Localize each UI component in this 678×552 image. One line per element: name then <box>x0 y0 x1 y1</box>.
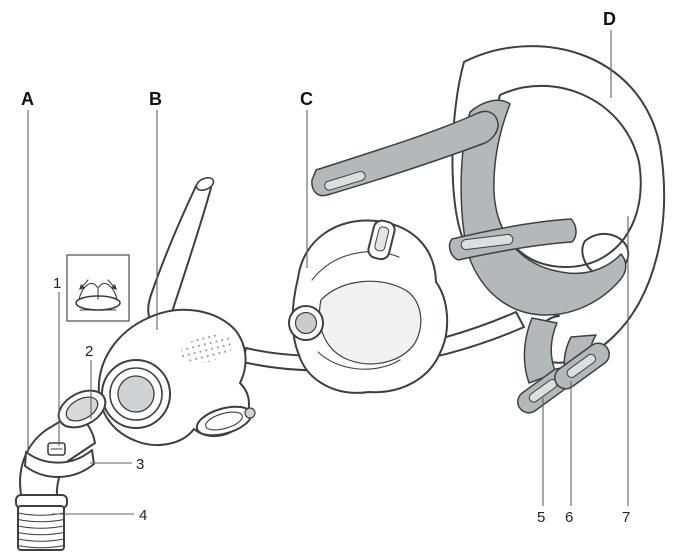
frame-vent-texture <box>180 334 234 364</box>
headgear-side-panel <box>460 99 627 316</box>
valve-flap-left <box>78 282 98 300</box>
cushion-top-clip <box>367 219 396 261</box>
valve-arrowhead-left <box>79 284 85 290</box>
leader-lines <box>27 30 629 515</box>
label-callout-7: 7 <box>622 509 630 526</box>
cushion-inner-bottom-line <box>317 351 401 370</box>
forehead-support-arm <box>147 179 213 326</box>
elbow-connector-ring <box>57 389 107 429</box>
frame-port-ring-inner <box>117 375 155 413</box>
label-callout-5: 5 <box>537 509 545 526</box>
label-callout-4: 4 <box>139 507 147 524</box>
label-callout-6: 6 <box>565 509 573 526</box>
cushion-elbow-port-inner <box>294 311 318 335</box>
forehead-pad <box>195 176 215 192</box>
valve-flap-right <box>98 282 118 300</box>
cushion <box>288 219 449 394</box>
cushion-inner-membrane <box>318 280 422 365</box>
label-part-d: D <box>603 9 616 29</box>
headgear-lower-tab-back <box>554 342 610 390</box>
label-callout-3: 3 <box>136 456 144 473</box>
headgear-top-strap-slot <box>324 170 366 191</box>
label-callout-1: 1 <box>53 275 61 292</box>
swivel-ring <box>24 449 95 478</box>
elbow-assembly <box>15 389 107 551</box>
mask-frame <box>97 176 256 446</box>
label-part-b: B <box>149 89 162 109</box>
label-callout-2: 2 <box>85 343 93 360</box>
headgear <box>311 45 666 414</box>
headgear-middle-strap-slot <box>460 233 514 251</box>
valve-arrowhead-right <box>111 284 117 290</box>
valve-detail-inset <box>66 254 130 322</box>
label-part-a: A <box>21 89 34 109</box>
label-part-c: C <box>300 89 313 109</box>
frame-side-arm-button <box>244 407 256 419</box>
labels: A B C D 1 2 3 4 5 6 7 <box>21 9 630 526</box>
